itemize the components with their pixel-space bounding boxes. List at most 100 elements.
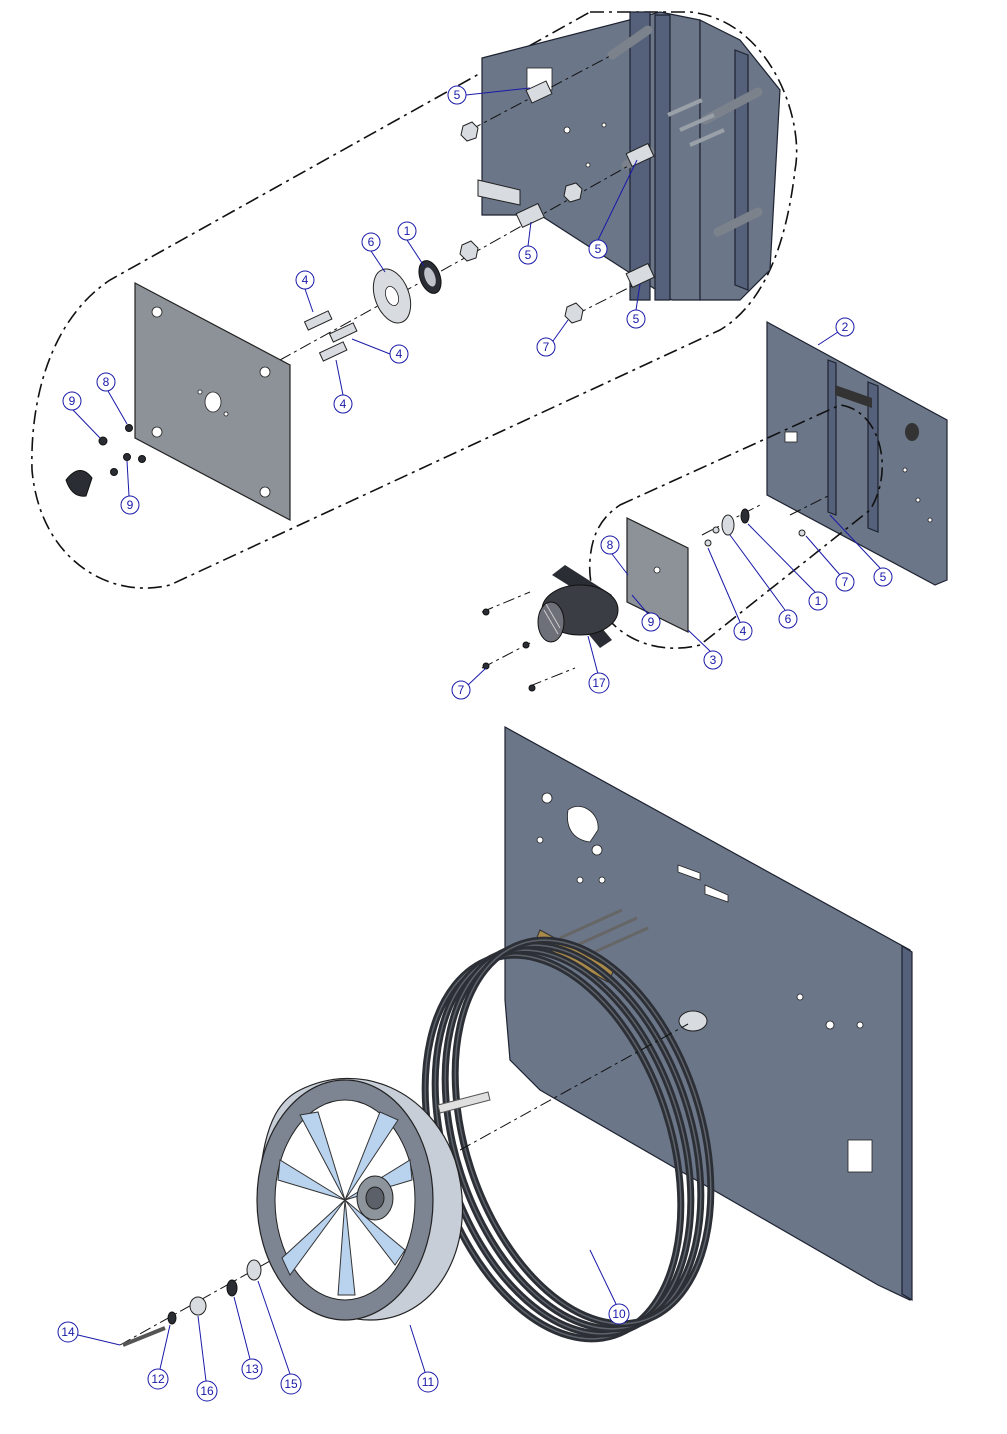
nut-16 bbox=[189, 1296, 207, 1316]
seal-1-small bbox=[740, 508, 750, 524]
stud bbox=[607, 25, 653, 60]
nut-9 bbox=[98, 436, 108, 446]
small-assembly bbox=[481, 320, 948, 692]
balloon: 9 bbox=[641, 612, 661, 632]
pin-4 bbox=[328, 322, 358, 343]
balloon: 5 bbox=[588, 239, 608, 259]
balloon: 16 bbox=[196, 1380, 218, 1402]
washer-12 bbox=[167, 1311, 177, 1325]
svg-text:7: 7 bbox=[543, 340, 550, 354]
gasket-plate bbox=[134, 282, 291, 521]
motor-cap-edge bbox=[65, 470, 93, 497]
balloon: 2 bbox=[835, 317, 855, 337]
stud bbox=[713, 207, 763, 237]
balloon: 5 bbox=[447, 85, 467, 105]
balloon: 4 bbox=[333, 394, 353, 414]
gasket-plate-small bbox=[626, 517, 689, 633]
balloon: 4 bbox=[295, 270, 315, 290]
svg-text:4: 4 bbox=[740, 624, 747, 638]
balloon: 9 bbox=[62, 391, 82, 411]
balloon: 15 bbox=[280, 1373, 302, 1395]
svg-text:1: 1 bbox=[404, 224, 411, 238]
motor-17 bbox=[537, 565, 619, 648]
shaft-boss bbox=[678, 1010, 708, 1032]
svg-text:7: 7 bbox=[842, 575, 849, 589]
svg-text:10: 10 bbox=[612, 1307, 626, 1321]
svg-text:17: 17 bbox=[592, 676, 606, 690]
svg-text:15: 15 bbox=[284, 1377, 298, 1391]
balloon: 11 bbox=[417, 1371, 439, 1393]
svg-text:4: 4 bbox=[302, 273, 309, 287]
nut-9 bbox=[110, 468, 118, 476]
washer-13 bbox=[226, 1279, 238, 1297]
svg-text:9: 9 bbox=[648, 615, 655, 629]
balloon: 4 bbox=[389, 344, 409, 364]
svg-text:5: 5 bbox=[880, 570, 887, 584]
nut bbox=[460, 121, 479, 142]
balloon: 10 bbox=[608, 1303, 630, 1325]
detail-boundary-small bbox=[589, 404, 883, 649]
svg-text:14: 14 bbox=[61, 1325, 75, 1339]
balloon: 7 bbox=[451, 680, 471, 700]
seal-1 bbox=[418, 260, 442, 294]
svg-text:9: 9 bbox=[69, 394, 76, 408]
balloon: 6 bbox=[361, 232, 381, 252]
balloon: 5 bbox=[626, 309, 646, 329]
bottom-assembly bbox=[119, 725, 913, 1347]
svg-text:8: 8 bbox=[103, 375, 110, 389]
nut bbox=[563, 182, 583, 203]
nut bbox=[564, 302, 584, 324]
balloon: 13 bbox=[241, 1358, 263, 1380]
flange-6-small bbox=[721, 514, 735, 536]
svg-text:5: 5 bbox=[454, 88, 461, 102]
svg-text:5: 5 bbox=[595, 242, 602, 256]
svg-text:16: 16 bbox=[200, 1384, 214, 1398]
svg-text:13: 13 bbox=[245, 1362, 259, 1376]
svg-text:1: 1 bbox=[815, 594, 822, 608]
svg-text:4: 4 bbox=[340, 397, 347, 411]
svg-text:7: 7 bbox=[458, 683, 465, 697]
balloon: 17 bbox=[588, 672, 610, 694]
svg-text:5: 5 bbox=[525, 248, 532, 262]
balloon: 3 bbox=[703, 650, 723, 670]
washer-15 bbox=[246, 1259, 262, 1281]
screw-8 bbox=[125, 424, 133, 432]
balloon: 6 bbox=[778, 609, 798, 629]
balloon: 8 bbox=[96, 372, 116, 392]
nut-9 bbox=[123, 453, 131, 461]
balloon: 14 bbox=[57, 1321, 79, 1343]
pin-4 bbox=[318, 341, 348, 362]
svg-text:4: 4 bbox=[396, 347, 403, 361]
balloon: 9 bbox=[120, 495, 140, 515]
balloon: 5 bbox=[873, 567, 893, 587]
flange-6 bbox=[372, 268, 412, 324]
svg-text:9: 9 bbox=[127, 498, 134, 512]
balloon: 7 bbox=[835, 572, 855, 592]
balloon: 8 bbox=[600, 535, 620, 555]
detail-view-top bbox=[31, 11, 798, 589]
svg-text:6: 6 bbox=[368, 235, 375, 249]
fan-wheel-11 bbox=[256, 1077, 464, 1321]
callout-balloons: 1 4 4 4 5 5 5 5 6 7 8 9 9 2 8 9 3 4 bbox=[57, 85, 893, 1402]
pin-4 bbox=[303, 310, 333, 331]
svg-text:6: 6 bbox=[785, 612, 792, 626]
nut-9 bbox=[138, 455, 146, 463]
back-panel-2 bbox=[766, 320, 948, 586]
nut bbox=[459, 240, 479, 262]
bolt-14 bbox=[122, 1326, 166, 1347]
svg-text:5: 5 bbox=[633, 312, 640, 326]
svg-text:3: 3 bbox=[710, 653, 717, 667]
svg-text:11: 11 bbox=[422, 1375, 435, 1389]
balloon: 1 bbox=[397, 221, 417, 241]
balloon: 7 bbox=[536, 337, 556, 357]
balloon: 4 bbox=[733, 621, 753, 641]
balloon: 12 bbox=[147, 1368, 169, 1390]
balloon: 5 bbox=[518, 245, 538, 265]
rear-frame bbox=[477, 11, 781, 301]
svg-text:2: 2 bbox=[842, 320, 849, 334]
spacer-5 bbox=[515, 80, 655, 288]
balloon: 1 bbox=[808, 591, 828, 611]
svg-text:8: 8 bbox=[607, 538, 614, 552]
svg-text:12: 12 bbox=[151, 1372, 165, 1386]
